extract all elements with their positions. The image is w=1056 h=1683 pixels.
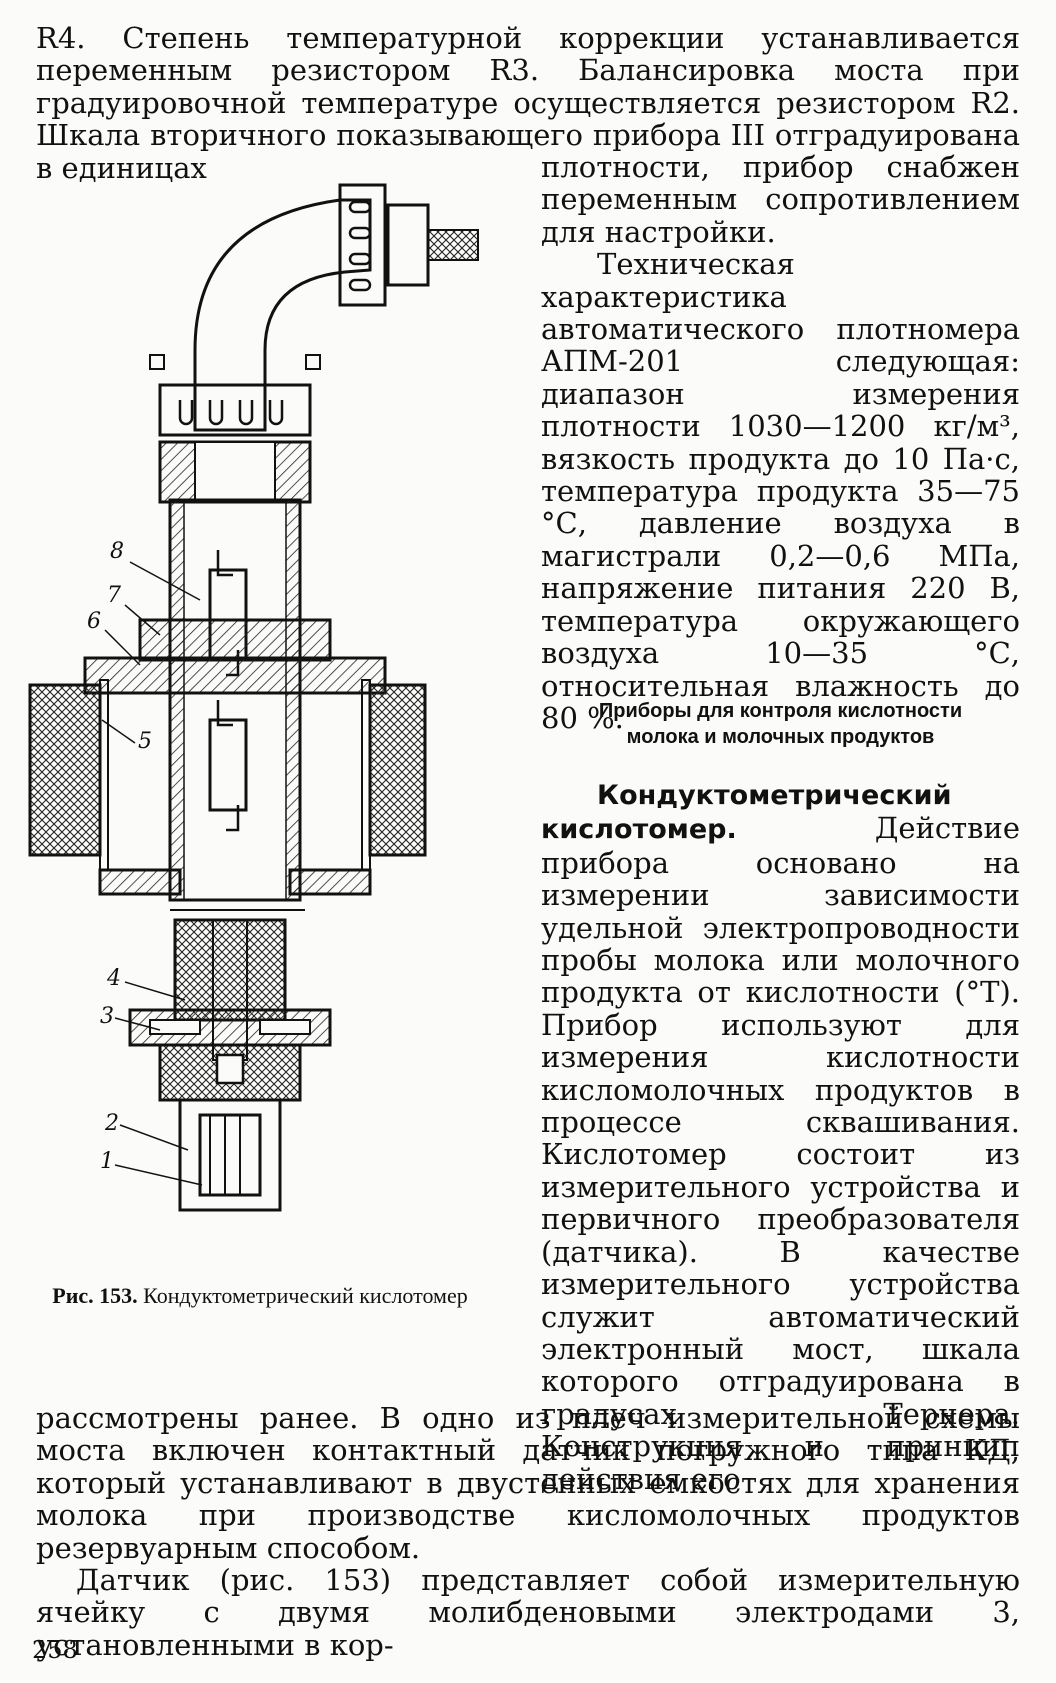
cable-gland [386,203,430,287]
figure-label-8: 8 [110,539,124,564]
kislotomer-text: Действие прибора основано на измерении з… [541,811,1020,1496]
right-column-bottom: Кондуктометрический кислотомер. Действие… [541,778,1020,1495]
figure-caption-number: Рис. 153. [52,1283,138,1308]
figure-153-drawing: 8 7 6 5 4 3 2 1 [10,180,510,1260]
bottom-paragraph-2: Датчик (рис. 153) представляет собой изм… [36,1563,1020,1662]
intro-paragraph: R4. Степень температурной коррекции уста… [36,21,1020,185]
right-paragraph-2: Техническая характеристика автоматическо… [541,247,1020,735]
elbow-pipe [193,198,372,432]
section-heading-line-2: молока и молочных продуктов [626,726,935,748]
window-lower [208,718,248,812]
electrode-1 [198,1113,262,1197]
jacket-right [368,683,427,857]
section-heading-line-1: Приборы для контроля кислотности [598,700,963,722]
term-kislotomer: Кондуктометрический кислотомер. [541,780,952,846]
figure-label-4: 4 [106,966,121,991]
page-number: 258 [32,1636,78,1664]
sensor-cross-section: 8 7 6 5 4 3 2 1 [28,183,479,1212]
figure-caption: Рис. 153. Кондуктометрический кислотомер [22,1282,498,1310]
figure-label-3: 3 [100,1004,114,1029]
intro-paragraph-block: R4. Степень температурной коррекции уста… [36,22,1020,184]
insulator-4 [173,918,287,1022]
flange-6 [83,656,387,695]
right-paragraph-1: плотности, прибор снабжен переменным соп… [541,150,1020,249]
body-tube [168,498,302,902]
kislotomer-paragraph: Кондуктометрический кислотомер. Действие… [541,778,1020,1495]
bottom-paragraph-1: рассмотрены ранее. В одно из плеч измери… [36,1401,1020,1565]
elbow-flange [338,183,387,307]
cable-icon [427,229,479,261]
figure-label-5: 5 [138,729,152,754]
cup-2 [178,1100,282,1212]
figure-label-2: 2 [104,1111,119,1136]
jacket-left [28,683,102,857]
section-heading: Приборы для контроля кислотности молока … [541,698,1020,750]
collar-7 [138,618,332,662]
union-nut [158,383,312,437]
figure-caption-text: Кондуктометрический кислотомер [137,1283,468,1308]
right-column-top: плотности, прибор снабжен переменным соп… [541,151,1020,734]
figure-label-6: 6 [87,609,101,634]
figure-label-1: 1 [100,1149,114,1174]
bottom-text-block: рассмотрены ранее. В одно из плеч измери… [36,1402,1020,1661]
figure-label-7: 7 [107,583,121,608]
